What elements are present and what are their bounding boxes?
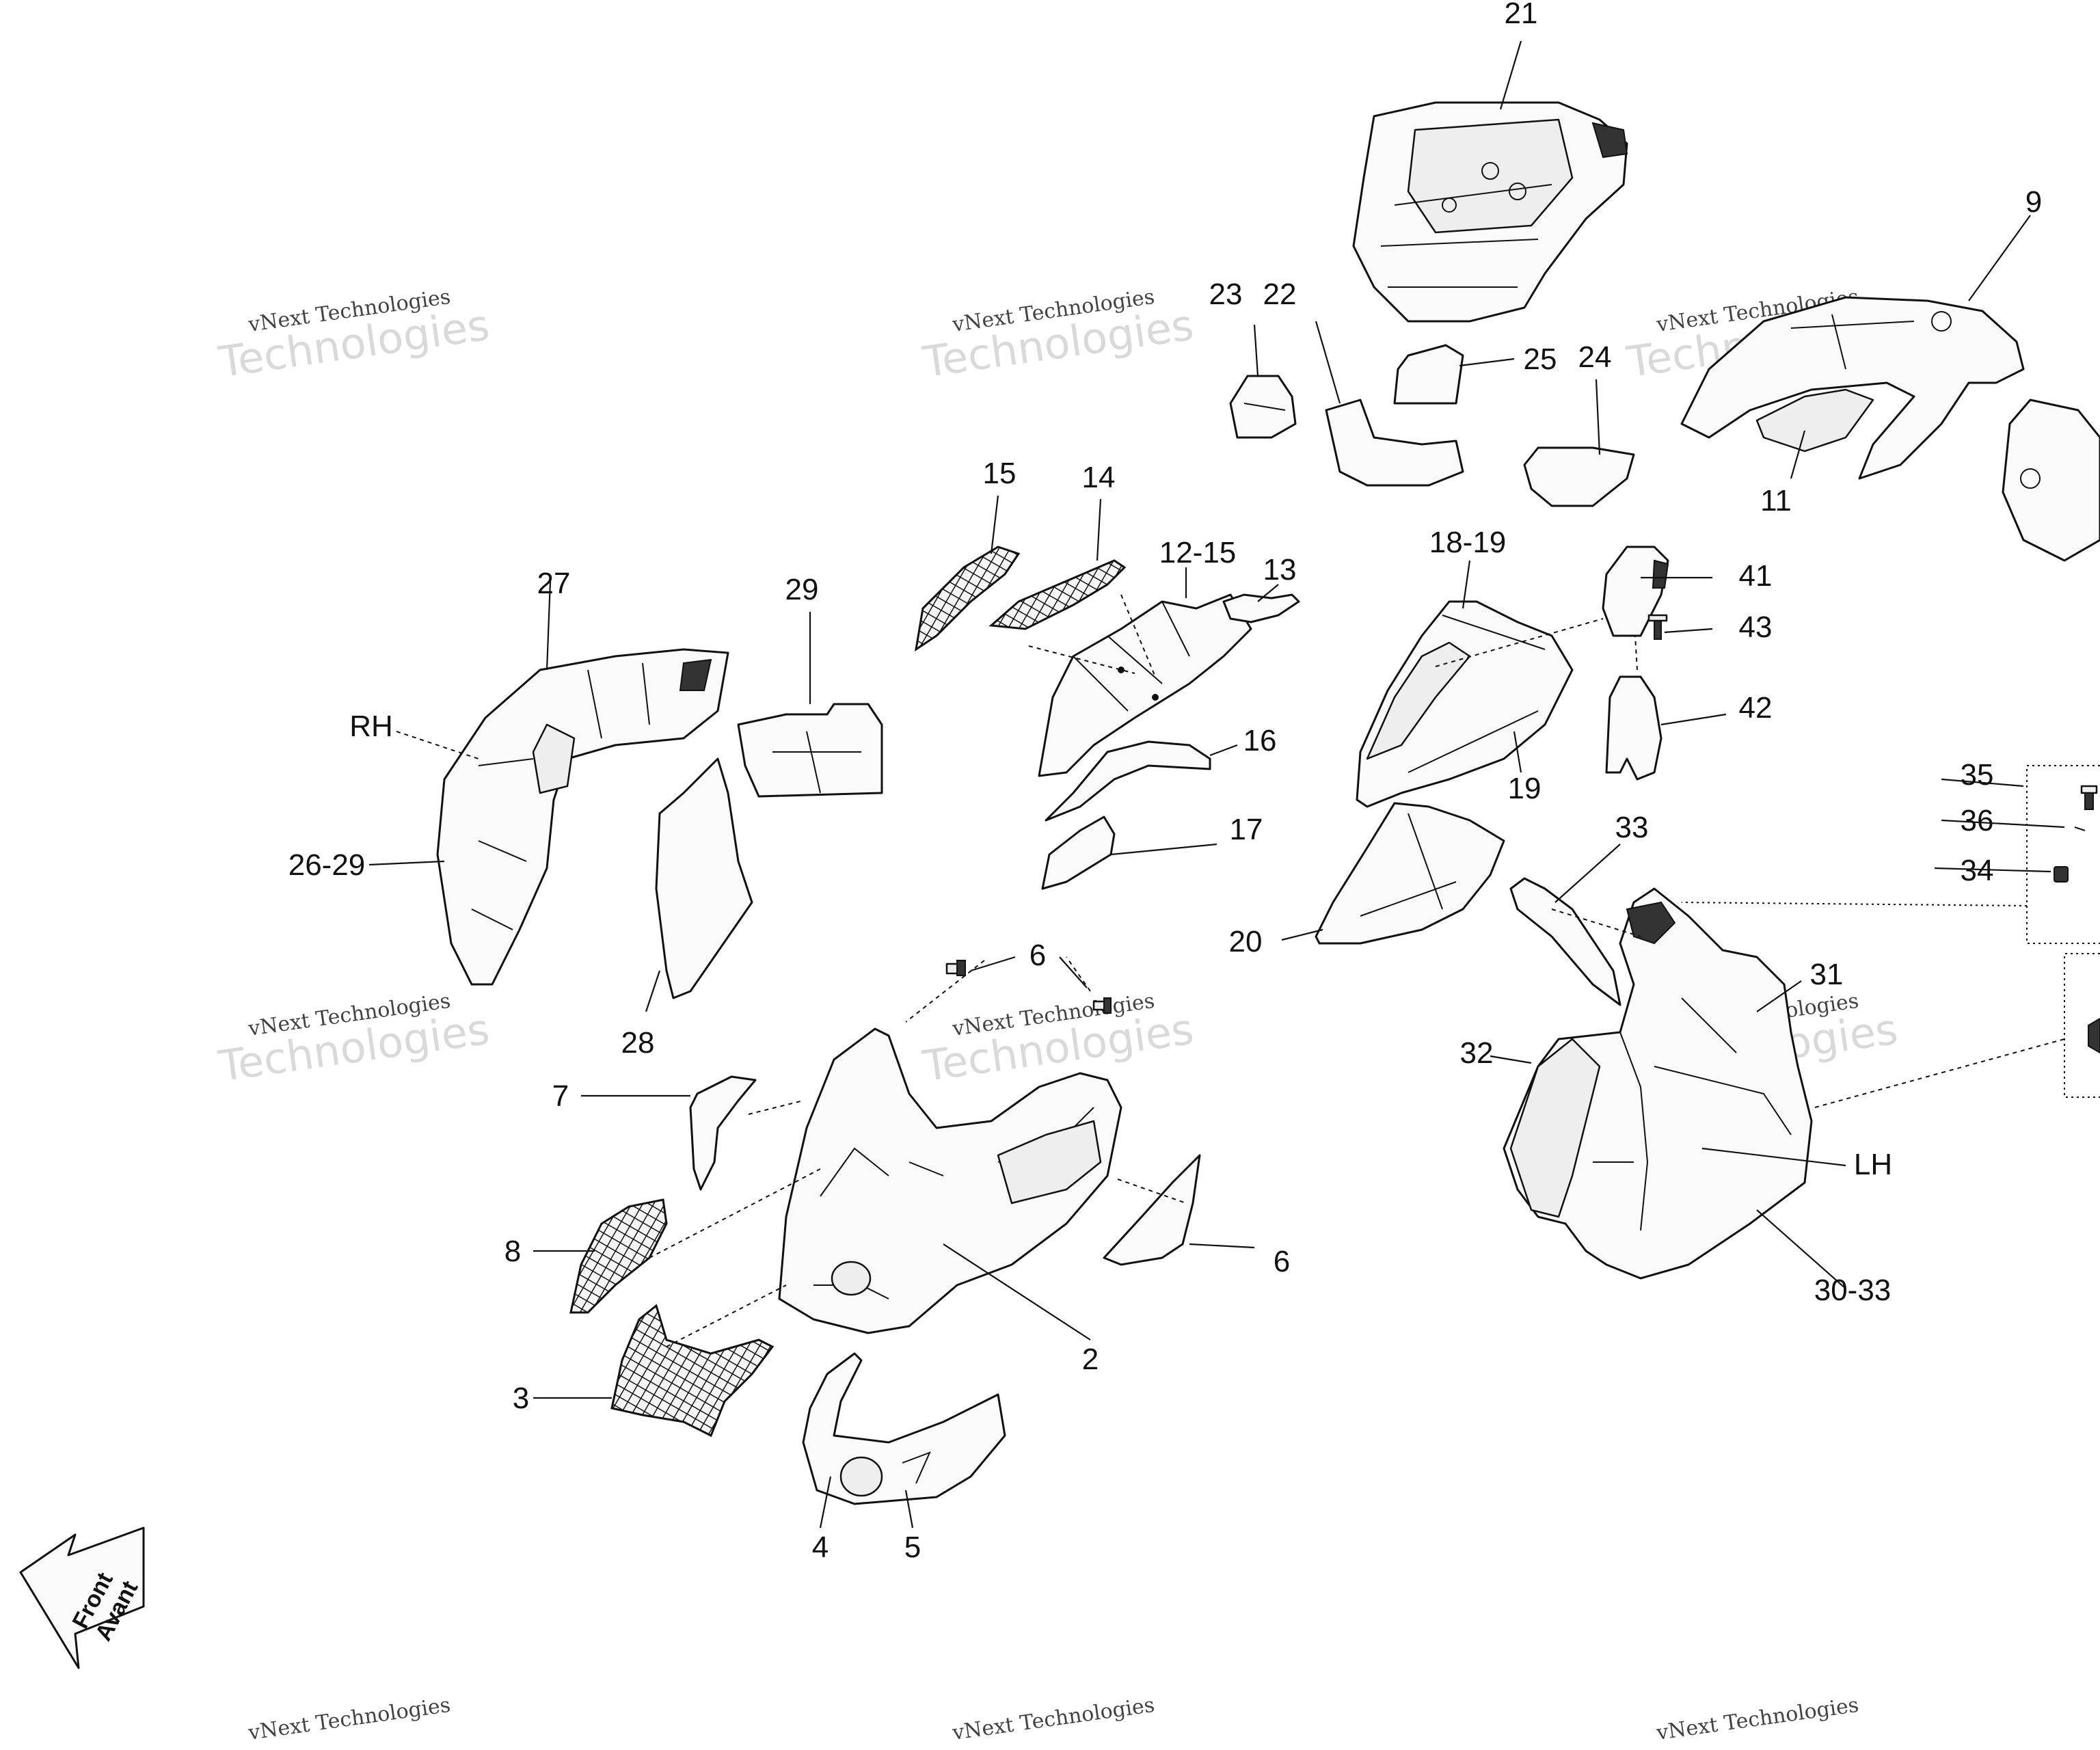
part-9-hood-frame [1680, 296, 2025, 480]
part-42-bracket [1605, 675, 1662, 781]
callout-33: 33 [1615, 811, 1649, 844]
part-7-vent [689, 1075, 757, 1191]
callout-16: 16 [1243, 724, 1277, 757]
callout-26-29: 26-29 [288, 848, 366, 882]
callout-22: 22 [1263, 278, 1297, 311]
front-direction-arrow: Front Avant [19, 1526, 145, 1669]
callout-17: 17 [1230, 813, 1263, 846]
svg-text:vNext Technologies: vNext Technologies [246, 1693, 452, 1745]
watermark: vNext Technologies Technologies [215, 989, 493, 1092]
callout-29: 29 [785, 573, 819, 606]
callout-25: 25 [1524, 342, 1557, 376]
callout-11: 11 [1760, 484, 1792, 517]
callout-41: 41 [1739, 559, 1773, 593]
svg-text:vNext Technologies: vNext Technologies [950, 1693, 1156, 1745]
callout-43: 43 [1739, 610, 1773, 644]
part-22-trim [1325, 399, 1464, 487]
part-30-33-lh-side-panel [1503, 887, 1813, 1280]
callout-36: 36 [1961, 804, 1994, 837]
part-36-washer [2074, 826, 2086, 831]
watermark: vNext Technologies [950, 1693, 1156, 1745]
callout-3: 3 [513, 1382, 529, 1415]
callout-8: 8 [504, 1235, 521, 1268]
callout-14: 14 [1082, 461, 1116, 494]
watermark: vNext Technologies Technologies [215, 285, 493, 388]
part-25-block [1393, 344, 1464, 405]
callout-12-15: 12-15 [1159, 536, 1237, 569]
callout-15: 15 [983, 457, 1017, 490]
callout-32: 32 [1460, 1036, 1494, 1070]
callout-21: 21 [1505, 0, 1538, 30]
part-41-bracket [1602, 546, 1669, 637]
callout-20: 20 [1229, 925, 1263, 958]
callout-19: 19 [1508, 772, 1542, 805]
callout-7: 7 [552, 1079, 569, 1113]
part-6-fastener-right [1092, 997, 1112, 1014]
svg-text:vNext Technologies: vNext Technologies [1654, 1693, 1860, 1745]
part-43-screw [1647, 614, 1668, 640]
callout-42: 42 [1739, 691, 1773, 725]
part-6-fastener-left [945, 960, 966, 976]
part-15-vent-grille [914, 546, 1021, 652]
callout-18-19: 18-19 [1429, 526, 1507, 559]
part-20-lower-panel [1315, 802, 1505, 945]
part-33-bracket [1509, 877, 1621, 1006]
watermark: vNext Technologies [246, 1693, 452, 1745]
callout-27: 27 [537, 567, 571, 600]
part-17-trim-strip [1041, 816, 1116, 890]
part-29-block [737, 703, 883, 798]
hardware-box [2026, 765, 2100, 1098]
callout-lh: LH [1854, 1148, 1892, 1181]
callouts: 21 9 11 23 22 25 24 15 14 12-15 13 16 17… [288, 0, 2043, 1564]
part-18-19-side-panel [1356, 600, 1574, 808]
callout-30-33: 30-33 [1814, 1274, 1892, 1307]
callout-2: 2 [1082, 1343, 1099, 1376]
part-6-side-vent [1103, 1154, 1201, 1266]
callout-5: 5 [904, 1531, 921, 1564]
watermark: vNext Technologies Technologies [919, 285, 1197, 388]
callout-6-right: 6 [1274, 1245, 1290, 1278]
callout-4: 4 [812, 1531, 829, 1564]
part-35-bolt [2080, 785, 2098, 810]
part-3-lower-grille [610, 1304, 775, 1438]
part-8-grille [569, 1198, 668, 1314]
part-21-headlight-housing [1352, 101, 1628, 323]
assembly-lines [649, 594, 2065, 1347]
watermark: vNext Technologies [1654, 1693, 1860, 1745]
part-13-support-bar [1222, 593, 1300, 623]
part-4-5-lower-trim [802, 1352, 1006, 1505]
callout-31: 31 [1810, 958, 1844, 991]
part-34-nut [2054, 866, 2069, 883]
part-16-trim-strip [1045, 740, 1211, 822]
callout-23: 23 [1209, 278, 1243, 311]
part-23-bracket [1229, 375, 1297, 439]
callout-35: 35 [1961, 758, 1994, 792]
part-2-front-nose [778, 1027, 1122, 1334]
part-27-rh-side-panel [436, 648, 729, 986]
callout-28: 28 [621, 1026, 655, 1060]
callout-24: 24 [1578, 340, 1612, 374]
callout-9: 9 [2025, 185, 2042, 219]
watermark: vNext Technologies Technologies [919, 989, 1197, 1092]
callout-34: 34 [1961, 854, 1994, 887]
callout-13: 13 [1263, 553, 1297, 587]
part-24-deflector [1523, 446, 1635, 507]
leader-lines [368, 40, 2065, 1529]
part-10-partial [2002, 399, 2100, 562]
part-14-vent-grille [988, 559, 1127, 630]
callout-rh: RH [349, 710, 393, 743]
callout-6-top: 6 [1029, 939, 1046, 972]
part-28-side-panel [655, 757, 753, 999]
part-11-bracket [1755, 388, 1874, 453]
